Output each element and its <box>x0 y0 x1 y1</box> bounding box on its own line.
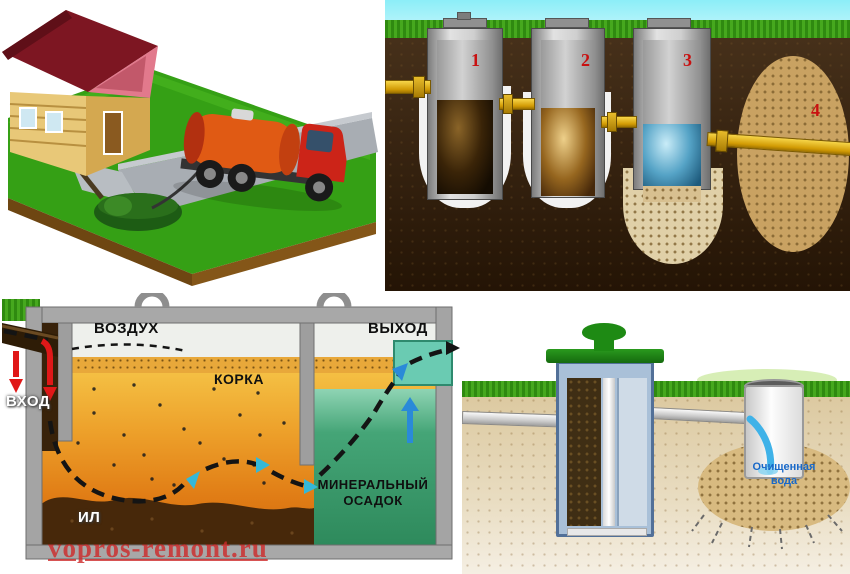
chamber-3-water <box>643 124 701 190</box>
crust-label: КОРКА <box>214 371 264 387</box>
drainage-mound-number: 4 <box>811 100 820 120</box>
center-baffle <box>299 322 315 466</box>
seepage-dashes <box>691 514 843 550</box>
inlet-baffle <box>57 322 73 442</box>
sludge-label: ИЛ <box>78 509 101 526</box>
chamber-1-water <box>437 100 493 194</box>
tank-riser-pipe <box>603 378 615 526</box>
panel-house-and-truck <box>0 0 381 289</box>
mineral-sediment-label: МИНЕРАЛЬНЫЙ ОСАДОК <box>317 477 429 508</box>
mineral-sediment-zone <box>314 389 436 545</box>
house-illustration <box>2 10 158 176</box>
water-stream-and-seepage <box>691 415 843 550</box>
chamber-3-cover <box>647 18 691 28</box>
air-label: ВОЗДУХ <box>94 320 159 337</box>
chamber-1-knob <box>457 12 471 20</box>
panel-underground-chambers: 1 2 3 4 <box>385 0 850 291</box>
air-space <box>40 323 436 357</box>
chamber-2-number: 2 <box>581 50 590 70</box>
outlet-label: ВЫХОД <box>368 320 428 337</box>
sludge-mound <box>40 497 314 545</box>
tank-bottom-pipe <box>567 528 647 536</box>
hatch-handle-right <box>316 293 352 308</box>
chamber-3-number: 3 <box>683 50 692 70</box>
chamber-3-interior <box>643 40 701 128</box>
chamber-2-water <box>541 108 595 196</box>
chamber-1-interior <box>437 40 493 102</box>
coupling-1-2 <box>503 94 513 114</box>
crust-layer <box>40 357 436 373</box>
panel-buried-installation: Очищенная вода <box>462 295 850 574</box>
chamber-2-interior <box>541 40 595 110</box>
inlet-coupling <box>413 76 425 98</box>
tank-structure-and-arrows <box>2 293 460 560</box>
vacuum-truck <box>173 108 347 212</box>
purified-water-label: Очищенная вода <box>752 461 816 487</box>
chamber-1-number: 1 <box>471 50 480 70</box>
flow-path-arrows <box>3 328 453 504</box>
house-truck-illustration <box>2 10 378 286</box>
suction-hose <box>151 170 200 210</box>
hatch-handle-left <box>134 293 170 308</box>
chamber-2-cover <box>545 18 589 28</box>
panel-tank-flow-schematic: ВОЗДУХ ВЫХОД КОРКА ВХОД ИЛ МИНЕРАЛЬНЫЙ О… <box>2 293 462 574</box>
tank-lid <box>546 349 664 363</box>
inlet-label: ВХОД <box>6 393 51 410</box>
suspended-particles <box>76 383 286 487</box>
inlet-down-arrows <box>13 338 53 385</box>
tank-filter-chamber <box>567 378 601 526</box>
vent-cap <box>582 323 626 341</box>
chamber-3-gravel <box>643 186 701 202</box>
coupling-2-3 <box>607 112 617 132</box>
septic-tank-body <box>556 361 654 537</box>
outfall-coupling <box>715 129 729 153</box>
outlet-box <box>393 340 453 386</box>
tank-clear-chamber <box>617 378 647 526</box>
watermark: vopros-remont.ru <box>48 533 268 563</box>
